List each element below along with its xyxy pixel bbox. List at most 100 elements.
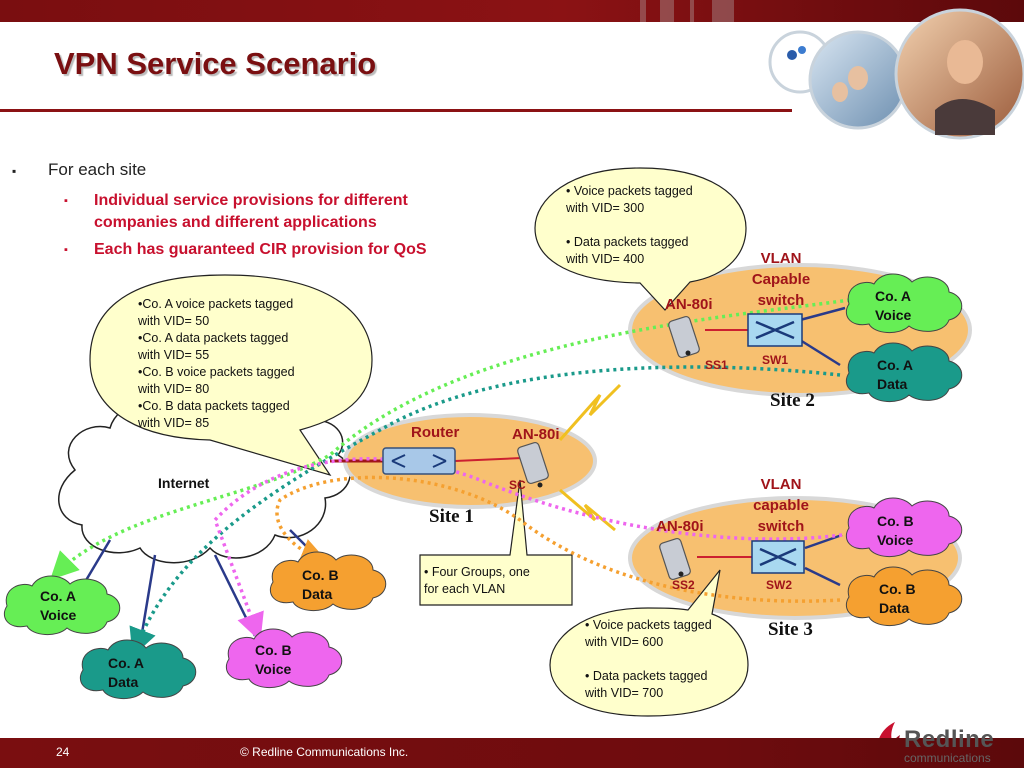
cloud-label-line: Voice <box>877 532 914 548</box>
cloud-label-line: Voice <box>875 307 912 323</box>
sw1-label: SW1 <box>762 353 789 367</box>
vlan-label-line: VLAN <box>760 476 802 493</box>
router-label: Router <box>411 424 460 441</box>
callout-line: with VID= 85 <box>138 416 210 430</box>
cloud-label-line: Co. B <box>302 567 339 583</box>
cloud-site2-co-a-data-label: Co. A Data <box>877 356 913 394</box>
photo-face <box>832 82 848 102</box>
router-icon <box>382 447 456 475</box>
callout-line: •Co. A data packets tagged <box>138 331 289 345</box>
callout-line: •Co. B voice packets tagged <box>138 365 295 379</box>
banner-stripe <box>690 0 694 22</box>
link-sw2-cobvoice <box>804 533 843 550</box>
cloud-site3-co-b-data-label: Co. B Data <box>879 580 916 618</box>
callout-line: with VID= 700 <box>585 686 664 700</box>
redline-logo-tagline: communications <box>904 751 991 765</box>
redline-logo-name: Redline <box>904 726 995 753</box>
vlan-label-line: capable <box>753 497 809 514</box>
bullet-level2-line: Individual service provisions for differ… <box>94 192 408 209</box>
cloud-site2-co-a-voice-label: Co. A Voice <box>875 287 911 325</box>
link-internet-cobvoice <box>213 554 257 637</box>
bullet-level1: ▪ For each site <box>12 160 146 180</box>
bullet-marker: ▪ <box>64 195 68 207</box>
callout-line <box>585 651 712 668</box>
cloud-label-line: Co. B <box>879 581 916 597</box>
top-banner <box>0 0 1024 22</box>
cloud-label-line: Co. A <box>108 655 145 671</box>
cloud-left-co-b-data-label: Co. B Data <box>302 566 339 604</box>
banner-stripe <box>640 0 646 22</box>
callout-line: with VID= 300 <box>566 201 645 215</box>
title-underline <box>0 109 792 112</box>
callout-line: • Data packets tagged <box>585 669 708 683</box>
bottom-banner <box>0 738 1024 768</box>
callout-line: with VID= 400 <box>566 252 645 266</box>
cloud-label-line: Co. A <box>875 288 912 304</box>
bullet-level2-line: companies and different applications <box>94 214 377 231</box>
cloud-site3-co-b-voice-label: Co. B Voice <box>877 512 914 550</box>
header-photos <box>768 8 1024 140</box>
callout-line: •Co. A voice packets tagged <box>138 297 294 311</box>
an80i-ss2-label: AN-80i <box>656 518 704 535</box>
site3-label: Site 3 <box>768 619 813 640</box>
callout-site1-text: •Co. A voice packets tagged with VID= 50… <box>138 296 295 432</box>
cloud-left-co-b-voice-label: Co. B Voice <box>255 641 292 679</box>
slide-title: VPN Service Scenario <box>54 46 377 81</box>
cloud-label-line: Data <box>879 600 910 616</box>
cloud-label-line: Co. B <box>877 513 914 529</box>
cloud-left-co-a-voice <box>3 575 121 635</box>
photo-face <box>848 66 868 90</box>
vlan-label-line: switch <box>757 292 805 309</box>
callout-groups-text: • Four Groups, one for each VLAN <box>424 564 530 598</box>
callout-site3-text: • Voice packets tagged with VID= 600 • D… <box>585 617 712 702</box>
callout-line: • Voice packets tagged <box>585 618 712 632</box>
callout-line: • Data packets tagged <box>566 235 689 249</box>
bullet-level2-item: ▪ Individual service provisions for diff… <box>64 190 494 234</box>
cloud-label-line: Data <box>302 586 333 602</box>
cloud-label-line: Data <box>108 674 139 690</box>
flow-co-b-data <box>275 475 841 603</box>
callout-site3-vids <box>549 569 749 717</box>
bullet-level2-line: Each has guaranteed CIR provision for Qo… <box>94 241 427 258</box>
flow-co-a-data <box>129 365 841 657</box>
callout-line <box>566 217 693 234</box>
cloud-left-co-b-voice <box>225 628 343 688</box>
internet-label: Internet <box>158 475 210 491</box>
bullet-marker: ▪ <box>12 164 17 178</box>
flow-co-a-voice <box>50 298 851 580</box>
an80i-ss1-label: AN-80i <box>665 296 713 313</box>
callout-line: with VID= 55 <box>138 348 210 362</box>
cloud-site3-co-b-voice <box>845 497 963 557</box>
cloud-left-co-a-voice-label: Co. A Voice <box>40 587 76 625</box>
cloud-label-line: Co. B <box>255 642 292 658</box>
cloud-label-line: Voice <box>40 607 77 623</box>
cloud-label-line: Co. A <box>877 357 914 373</box>
callout-groups <box>419 479 573 606</box>
sw1-switch-icon <box>747 313 803 347</box>
sw2-switch-icon <box>751 540 805 574</box>
vlan-switch-site3-label: VLAN capable switch <box>746 474 816 537</box>
an80i-ss1-icon <box>668 315 700 359</box>
link-sw1-coavoice <box>799 306 846 322</box>
site2-label: Site 2 <box>770 390 815 411</box>
vlan-label-line: VLAN <box>760 250 802 267</box>
cloud-site2-co-a-data <box>845 342 963 402</box>
wireless-link-site3 <box>559 488 616 532</box>
an80i-sc-label: AN-80i <box>512 426 560 443</box>
site1-label: Site 1 <box>429 506 474 527</box>
ss1-label: SS1 <box>705 358 728 372</box>
bullet-level1-text: For each site <box>48 160 147 179</box>
cloud-label-line: Data <box>877 376 908 392</box>
callout-site2-vids <box>534 167 747 311</box>
link-sw1-coadata <box>799 338 841 367</box>
an80i-sc-icon <box>517 441 549 488</box>
wireless-link-site2 <box>558 383 622 441</box>
callout-line: with VID= 80 <box>138 382 210 396</box>
footer-copyright: © Redline Communications Inc. <box>240 745 409 759</box>
vlan-switch-site2-label: VLAN Capable switch <box>746 248 816 311</box>
callout-site1-vids <box>89 274 373 477</box>
link-internet-coavoice <box>83 539 112 583</box>
ss2-label: SS2 <box>672 578 695 592</box>
vlan-label-line: Capable <box>751 271 811 288</box>
cloud-label-line: Voice <box>255 661 292 677</box>
